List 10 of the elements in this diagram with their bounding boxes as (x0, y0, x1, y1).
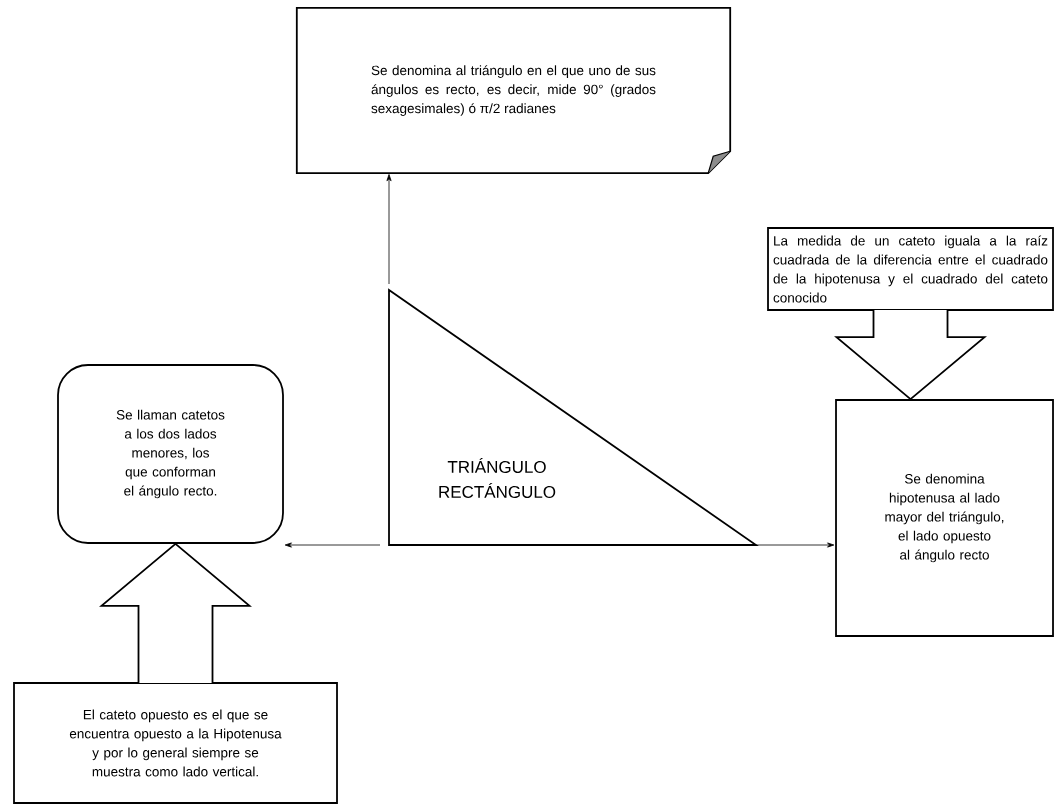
rounded-box: Se llaman catetos a los dos lados menores, los que conforman el ángulo recto. (57, 364, 284, 544)
block-arrow (834, 309, 987, 401)
note-box: Se denomina al triángulo en el que uno de sus ángulos es recto, es decir, mide 90° (grados sexagesimales) ó π/2 radianes (295, 6, 732, 175)
arrow (755, 542, 835, 548)
block-arrow (99, 542, 252, 684)
arrow (386, 174, 392, 285)
callout-box: La medida de un cateto iguala a la raíz cuadrada de la diferencia entre el cuadrado de la hipotenusa y el cuadrado del cateto conocido (767, 227, 1054, 311)
text-box: Se denomina hipotenusa al lado mayor del triángulo, el lado opuesto al ángulo recto (835, 399, 1054, 637)
arrow (284, 542, 381, 548)
callout-box: El cateto opuesto es el que se encuentra opuesto a la Hipotenusa y por lo general siempre se muestra como lado vertical. (13, 682, 338, 804)
